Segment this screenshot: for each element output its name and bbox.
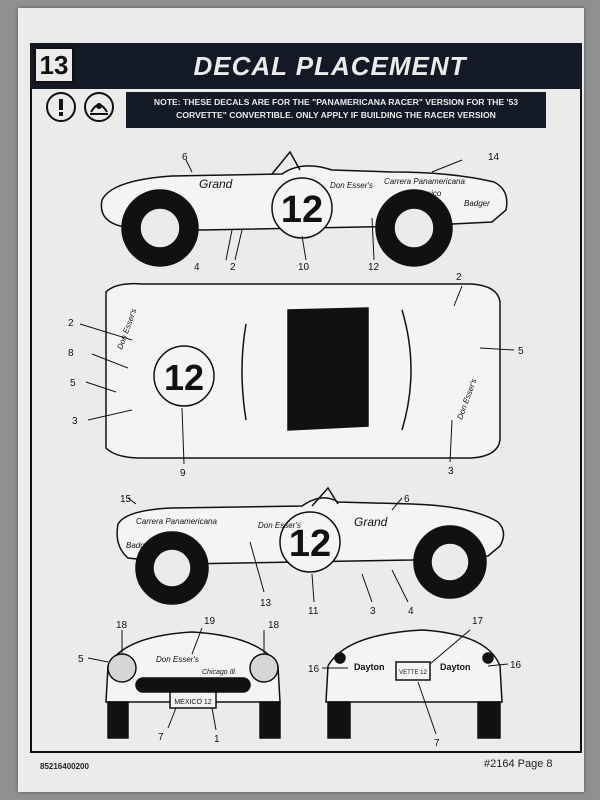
- callout-16-b: 16: [510, 660, 522, 671]
- callout-2-a: 2: [230, 262, 236, 273]
- decal-mexico-side-1: Mexico: [416, 189, 442, 198]
- top-view: 12 Don Esser's Don Esser's: [79, 282, 515, 465]
- rear-view: Dayton Dayton VETTE 12: [322, 629, 509, 739]
- decal-sheet-icon: [84, 92, 114, 122]
- callout-2-b: 2: [68, 318, 74, 329]
- callout-7-a: 7: [158, 732, 164, 743]
- caution-icon: [46, 92, 76, 122]
- callout-2-c: 2: [456, 272, 462, 283]
- callout-13: 13: [260, 598, 272, 609]
- car-number-side-1: 12: [281, 189, 323, 231]
- decal-grand-2: Grand: [354, 515, 388, 529]
- callout-14: 14: [488, 152, 500, 163]
- callout-1: 1: [214, 734, 220, 745]
- decal-dayton-l: Dayton: [354, 662, 385, 672]
- decal-note: NOTE: THESE DECALS ARE FOR THE "PANAMERI…: [126, 92, 546, 128]
- callout-18-a: 18: [116, 620, 128, 631]
- callout-9: 9: [180, 468, 186, 479]
- side-view-2: 12 Carrera Panamericana Badger Don Esser…: [116, 486, 505, 605]
- callout-6-b: 6: [404, 494, 410, 505]
- front-view-callouts: 18 19 18 5 7 1: [78, 616, 280, 745]
- callout-18-b: 18: [268, 620, 280, 631]
- side-view-2-callouts: 15 6 13 11 3 4: [120, 494, 414, 617]
- plate-rear: VETTE 12: [399, 670, 427, 676]
- decal-dayton-r: Dayton: [440, 662, 471, 672]
- decal-carrera-side-2: Carrera Panamericana: [136, 517, 217, 526]
- decal-essers-front: Don Esser's: [156, 655, 199, 664]
- callout-5-c: 5: [78, 654, 84, 665]
- callout-16-a: 16: [308, 664, 320, 675]
- note-line-2: CORVETTE" CONVERTIBLE. ONLY APPLY IF BUI…: [176, 110, 496, 120]
- rear-view-callouts: 17 16 16 7: [308, 616, 522, 749]
- decal-grand: Grand: [199, 177, 233, 191]
- decal-badger-side-1: Badger: [464, 199, 490, 208]
- callout-19: 19: [204, 616, 216, 627]
- callout-7-b: 7: [434, 738, 440, 749]
- front-view: MEXICO 12 Don Esser's Chicago Ill.: [87, 627, 281, 739]
- callout-3-a: 3: [72, 416, 78, 427]
- callout-5-b: 5: [518, 346, 524, 357]
- step-header: 13 DECAL PLACEMENT: [30, 43, 582, 89]
- plate-front: MEXICO 12: [174, 699, 211, 706]
- callout-17: 17: [472, 616, 484, 627]
- decal-essers-side-1: Don Esser's: [330, 181, 373, 190]
- part-code: 85216400200: [40, 762, 89, 771]
- note-line-1: NOTE: THESE DECALS ARE FOR THE "PANAMERI…: [153, 97, 519, 107]
- callout-8: 8: [68, 348, 74, 359]
- side-view-1-callouts: 6 14 4 2 10 12: [182, 152, 500, 273]
- callout-15: 15: [120, 494, 132, 505]
- decal-chicago-front: Chicago Ill.: [202, 669, 237, 676]
- callout-10: 10: [298, 262, 310, 273]
- step-number: 13: [34, 47, 74, 83]
- decal-diagrams: 12 Grand Don Esser's Carrera Panamerican…: [32, 130, 580, 750]
- decal-carrera-side-1: Carrera Panamericana: [384, 177, 465, 186]
- decal-essers-side-2: Don Esser's: [258, 521, 301, 530]
- callout-5-a: 5: [70, 378, 76, 389]
- top-view-callouts: 2 8 5 3 9 2 5 3: [68, 272, 524, 479]
- callout-4-b: 4: [408, 606, 414, 617]
- page-title: DECAL PLACEMENT: [193, 51, 467, 81]
- car-number-side-2: 12: [289, 523, 331, 565]
- side-view-1: 12 Grand Don Esser's Carrera Panamerican…: [100, 150, 508, 267]
- warning-icons: [46, 92, 120, 128]
- callout-4-a: 4: [194, 262, 200, 273]
- decal-badger-side-2: Badger: [126, 541, 152, 550]
- callout-6-a: 6: [182, 152, 188, 163]
- car-number-top: 12: [164, 357, 204, 398]
- callout-3-c: 3: [370, 606, 376, 617]
- page-number: #2164 Page 8: [484, 758, 553, 770]
- callout-12: 12: [368, 262, 380, 273]
- callout-3-b: 3: [448, 466, 454, 477]
- callout-11: 11: [308, 606, 319, 617]
